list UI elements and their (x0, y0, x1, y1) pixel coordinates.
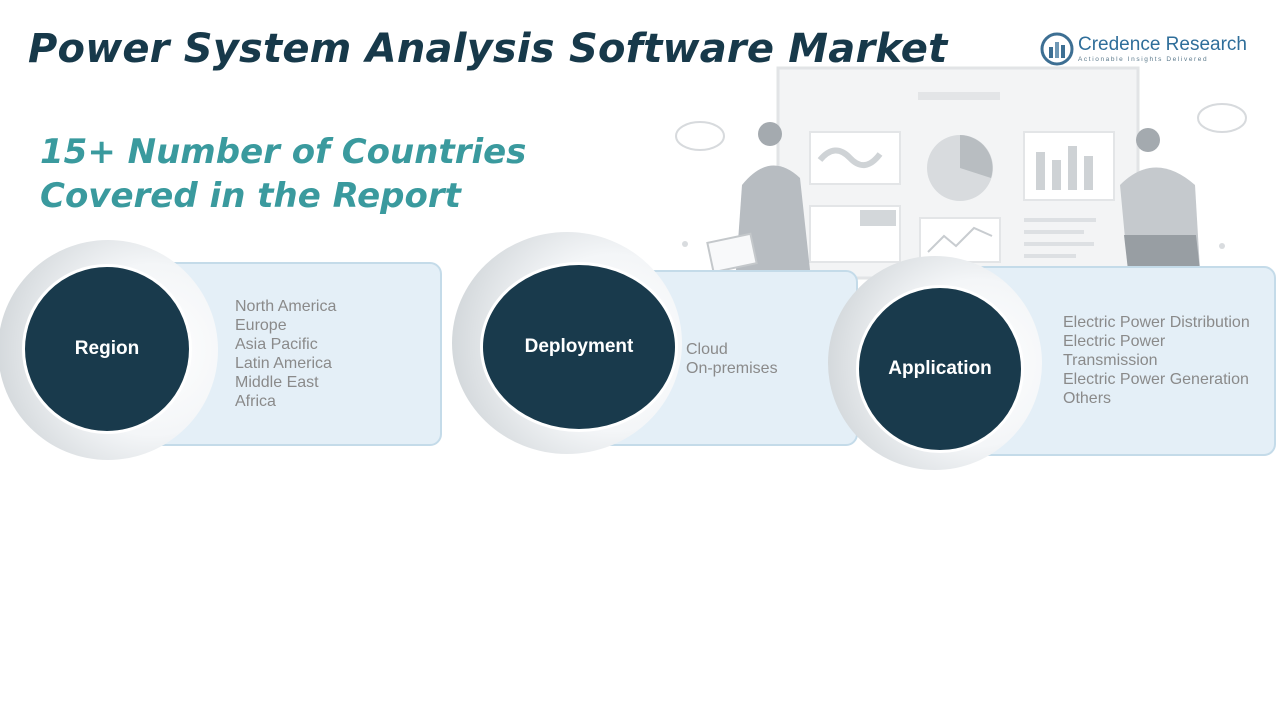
deployment-label: Deployment (524, 336, 634, 357)
deployment-circle: Deployment (480, 262, 678, 432)
region-label: Region (74, 338, 140, 359)
application-circle: Application (856, 285, 1024, 453)
list-item: Transmission (1063, 352, 1158, 369)
list-item: Cloud (686, 341, 728, 358)
list-item: Europe (235, 317, 287, 334)
logo-tagline: Actionable Insights Delivered (1078, 56, 1209, 63)
list-item: On-premises (686, 360, 778, 377)
list-item: Latin America (235, 355, 332, 372)
highlight-line-1: 15+ Number of Countries (40, 132, 527, 172)
list-item: Others (1063, 390, 1112, 407)
highlight-line-2: Covered in the Report (40, 176, 461, 216)
list-item: Middle East (235, 374, 319, 391)
credence-logo-icon (1040, 32, 1074, 66)
list-item: Asia Pacific (235, 336, 318, 353)
list-item: Africa (235, 393, 276, 410)
list-item: North America (235, 298, 337, 315)
application-items: Electric Power Distribution Electric Pow… (1063, 313, 1250, 408)
list-item: Electric Power Distribution (1063, 314, 1250, 331)
countries-highlight: 15+ Number of Countries Covered in the R… (40, 130, 526, 218)
region-items: North America Europe Asia Pacific Latin … (235, 297, 336, 411)
application-label: Application (888, 358, 992, 379)
brand-logo: Credence Research Actionable Insights De… (1040, 32, 1260, 68)
logo-name: Credence Research (1078, 34, 1247, 55)
list-item: Electric Power Generation (1063, 371, 1249, 388)
region-circle: Region (22, 264, 192, 434)
presentation-illustration (675, 66, 1247, 280)
page-title: Power System Analysis Software Market (28, 26, 948, 72)
list-item: Electric Power (1063, 333, 1166, 350)
deployment-items: Cloud On-premises (686, 340, 778, 378)
